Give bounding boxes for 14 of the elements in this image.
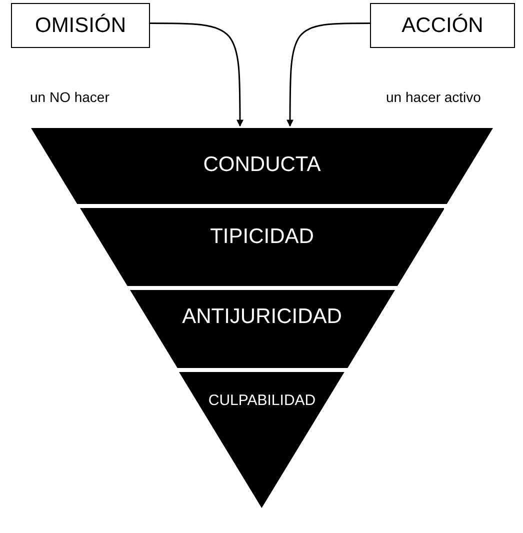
arrow — [150, 22, 244, 127]
pyramid-band — [130, 290, 394, 368]
level-label: CONDUCTA — [203, 153, 321, 178]
level-label: TIPICIDAD — [210, 225, 314, 250]
note-text: un hacer activo — [386, 89, 481, 105]
term-box: OMISIÓN — [11, 3, 150, 48]
arrow — [286, 22, 370, 127]
pyramid-band — [31, 128, 493, 204]
pyramid-band — [80, 208, 444, 286]
note-text: un NO hacer — [30, 89, 110, 105]
level-label: CULPABILIDAD — [208, 392, 316, 409]
term-box: ACCIÓN — [370, 3, 515, 48]
pyramid-tip-band — [179, 372, 345, 508]
level-label: ANTIJURICIDAD — [182, 305, 342, 330]
